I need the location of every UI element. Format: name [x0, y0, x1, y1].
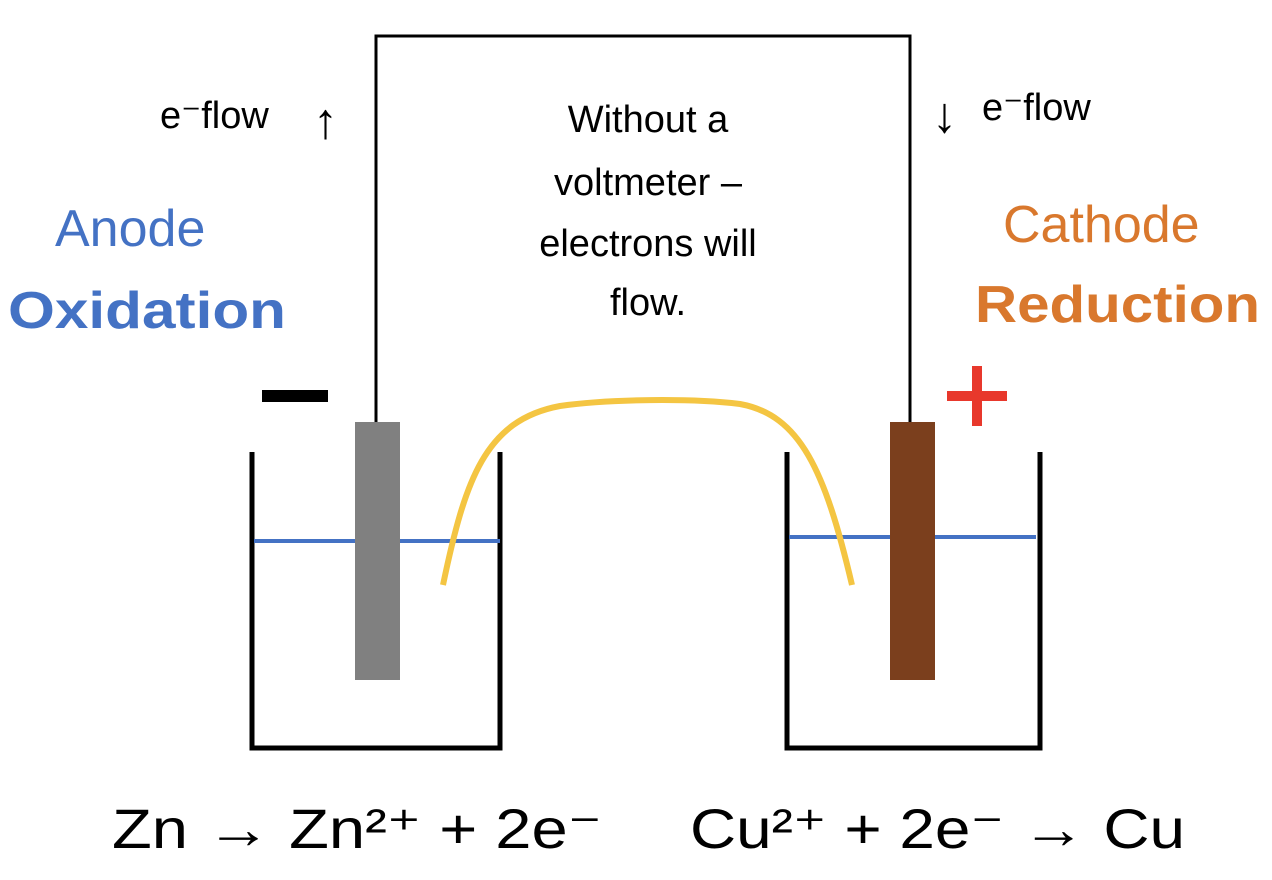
external-wire — [374, 34, 912, 422]
cathode-half-reaction: Cu²⁺ + 2e⁻ → Cu — [690, 797, 1185, 860]
plus-sign — [947, 366, 1007, 426]
center-note: Without a voltmeter – electrons will flo… — [539, 99, 757, 324]
oxidation-label: Oxidation — [8, 282, 286, 340]
cathode-label: Cathode — [1003, 196, 1200, 254]
down-arrow-icon: ↓ — [932, 87, 957, 143]
left-electron-flow-label: e⁻flow — [160, 95, 269, 137]
copper-electrode — [890, 422, 935, 680]
right-electron-flow-label: e⁻flow — [982, 87, 1091, 129]
center-note-line: flow. — [610, 282, 686, 324]
cathode-beaker — [784, 452, 1043, 751]
anode-beaker — [249, 452, 503, 751]
center-note-line: electrons will — [539, 223, 757, 265]
zinc-electrode — [355, 422, 400, 680]
reduction-label: Reduction — [975, 276, 1260, 334]
anode-half-reaction: Zn → Zn²⁺ + 2e⁻ — [112, 797, 602, 860]
center-note-line: Without a — [568, 99, 729, 141]
salt-bridge — [440, 397, 855, 586]
center-note-line: voltmeter – — [554, 162, 743, 204]
minus-sign — [262, 390, 328, 402]
anode-label: Anode — [55, 200, 205, 258]
up-arrow-icon: ↑ — [313, 93, 338, 149]
